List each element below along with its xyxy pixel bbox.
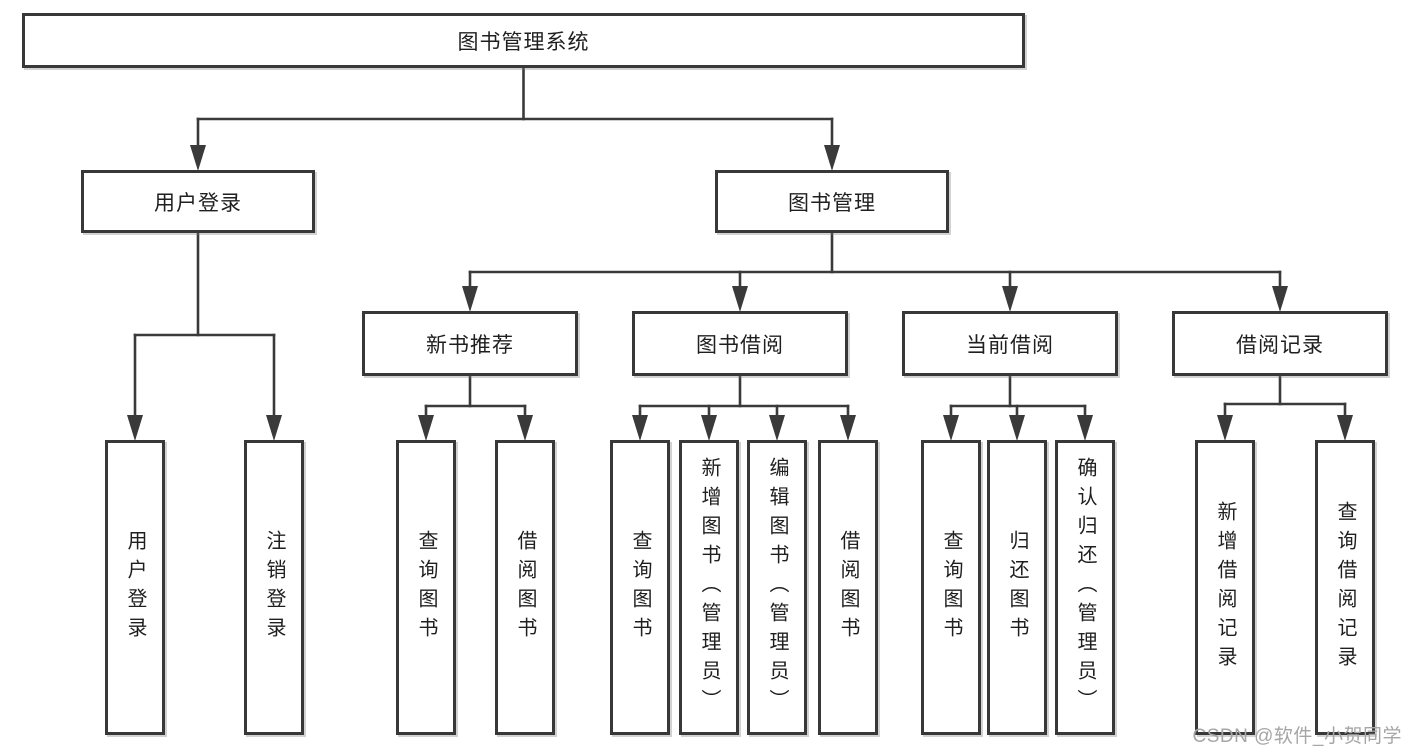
arrowhead-icon xyxy=(190,145,206,171)
node-leaf-edit-books: 编辑图书（管理员） xyxy=(747,440,807,735)
arrowhead-icon xyxy=(1009,415,1025,441)
arrowhead-icon xyxy=(840,415,856,441)
node-leaf-confirm-return: 确认归还（管理员） xyxy=(1055,440,1115,735)
node-user-login-group: 用户登录 xyxy=(81,170,315,233)
node-current-borrow: 当前借阅 xyxy=(902,311,1118,376)
node-leaf-return-books: 归还图书 xyxy=(987,440,1047,735)
arrowhead-icon xyxy=(462,286,478,312)
node-new-book-rec: 新书推荐 xyxy=(362,311,578,376)
arrowhead-icon xyxy=(1337,415,1353,441)
arrowhead-icon xyxy=(769,415,785,441)
node-leaf-query-books-cur: 查询图书 xyxy=(921,440,981,735)
node-book-borrow: 图书借阅 xyxy=(632,311,848,376)
node-book-mgmt-group: 图书管理 xyxy=(715,170,949,233)
arrowhead-icon xyxy=(1272,286,1288,312)
node-leaf-user-login: 用户登录 xyxy=(105,440,165,735)
node-borrow-records: 借阅记录 xyxy=(1172,311,1388,376)
node-leaf-borrow-books-2: 借阅图书 xyxy=(818,440,878,735)
arrowhead-icon xyxy=(127,415,143,441)
arrowhead-icon xyxy=(418,415,434,441)
arrowhead-icon xyxy=(1217,415,1233,441)
arrowhead-icon xyxy=(517,415,533,441)
arrowhead-icon xyxy=(266,415,282,441)
node-system: 图书管理系统 xyxy=(22,13,1025,68)
node-leaf-query-borrow-rec: 查询借阅记录 xyxy=(1315,440,1375,735)
arrowhead-icon xyxy=(824,145,840,171)
node-leaf-borrow-books-new: 借阅图书 xyxy=(495,440,555,735)
arrowhead-icon xyxy=(1077,415,1093,441)
node-leaf-add-books: 新增图书（管理员） xyxy=(679,440,739,735)
node-leaf-add-borrow-rec: 新增借阅记录 xyxy=(1195,440,1255,735)
arrowhead-icon xyxy=(632,415,648,441)
arrowhead-icon xyxy=(1002,286,1018,312)
csdn-watermark: CSDN @软件_小贺同学 xyxy=(1192,726,1402,747)
arrowhead-icon xyxy=(701,415,717,441)
node-leaf-query-books-new: 查询图书 xyxy=(396,440,456,735)
node-leaf-query-books-borrow: 查询图书 xyxy=(610,440,670,735)
node-leaf-logout: 注销登录 xyxy=(244,440,304,735)
arrowhead-icon xyxy=(732,286,748,312)
arrowhead-icon xyxy=(943,415,959,441)
